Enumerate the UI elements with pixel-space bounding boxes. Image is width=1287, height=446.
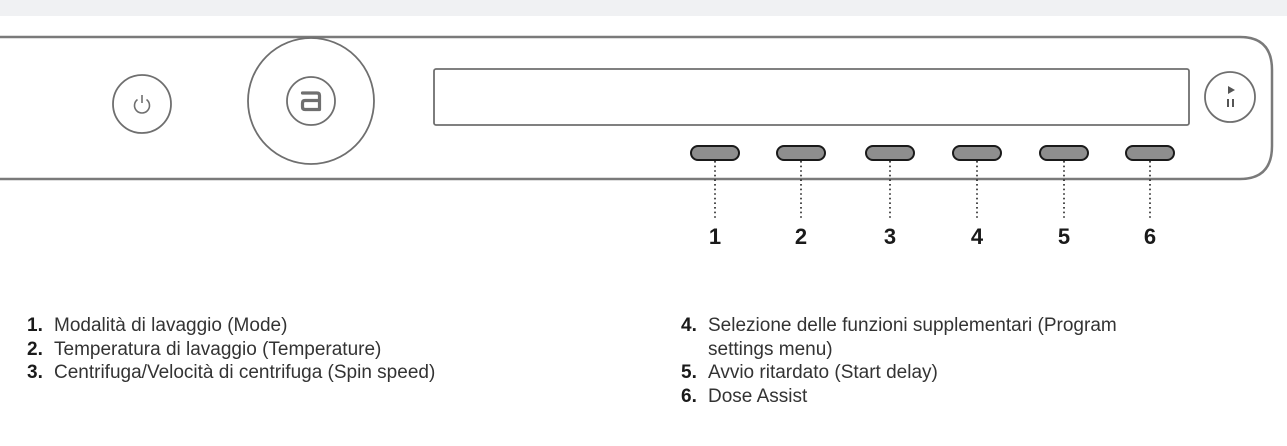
callout-number-6: 6 — [1143, 224, 1157, 249]
legend-left: 1. Modalità di lavaggio (Mode) 2. Temper… — [27, 314, 435, 385]
a-logo-icon — [300, 91, 322, 112]
function-button-2[interactable] — [776, 145, 826, 161]
legend-number: 1. — [27, 315, 43, 336]
power-icon — [133, 95, 151, 114]
legend-text: Temperatura di lavaggio (Temperature) — [54, 338, 382, 360]
legend-text: Modalità di lavaggio (Mode) — [54, 315, 288, 336]
legend-number: 2. — [27, 338, 43, 360]
function-button-1[interactable] — [690, 145, 740, 161]
program-dial[interactable] — [247, 37, 375, 165]
legend-text: Selezione delle funzioni supplementari (… — [708, 315, 1117, 336]
function-button-4[interactable] — [952, 145, 1002, 161]
legend-right: 4. Selezione delle funzioni supplementar… — [681, 314, 1117, 408]
callout-number-2: 2 — [794, 224, 808, 249]
legend-item: 2. Temperatura di lavaggio (Temperature) — [27, 338, 435, 362]
legend-number: 3. — [27, 362, 43, 383]
legend-item: 1. Modalità di lavaggio (Mode) — [27, 314, 435, 338]
legend-item: 5. Avvio ritardato (Start delay) — [681, 361, 1117, 385]
callout-number-4: 4 — [970, 224, 984, 249]
callout-number-5: 5 — [1057, 224, 1071, 249]
legend-text-continued: settings menu) — [708, 338, 833, 360]
legend-text: Dose Assist — [708, 385, 808, 407]
legend-text: Centrifuga/Velocità di centrifuga (Spin … — [54, 362, 436, 383]
legend-item: 6. Dose Assist — [681, 385, 1117, 409]
power-button[interactable] — [112, 74, 172, 134]
play-pause-icon — [1227, 86, 1235, 107]
background-strip — [0, 0, 1287, 16]
callout-number-1: 1 — [708, 224, 722, 249]
function-button-3[interactable] — [865, 145, 915, 161]
legend-number: 5. — [681, 362, 697, 383]
legend-item: 3. Centrifuga/Velocità di centrifuga (Sp… — [27, 361, 435, 385]
legend-number: 6. — [681, 385, 697, 407]
panel-outline — [0, 35, 1274, 181]
legend-number: 4. — [681, 315, 697, 336]
callout-number-3: 3 — [883, 224, 897, 249]
function-button-5[interactable] — [1039, 145, 1089, 161]
function-button-6[interactable] — [1125, 145, 1175, 161]
display-screen — [433, 68, 1190, 126]
start-pause-button[interactable] — [1204, 71, 1256, 123]
legend-item: 4. Selezione delle funzioni supplementar… — [681, 314, 1117, 338]
legend-text: Avvio ritardato (Start delay) — [708, 362, 938, 383]
